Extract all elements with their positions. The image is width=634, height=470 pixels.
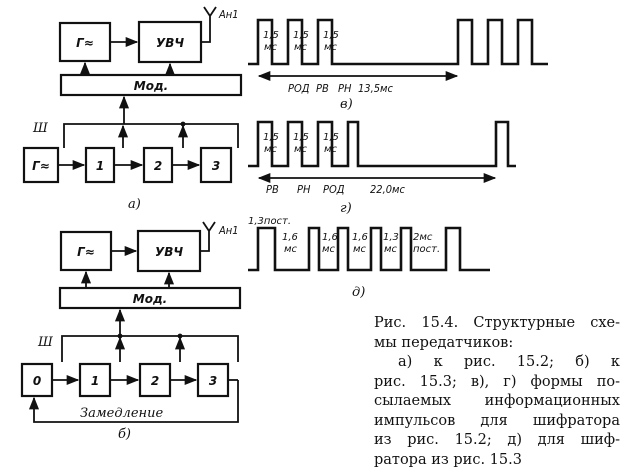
gap-width-1-d: 1,6 — [282, 232, 298, 243]
modulator-label-a: Мод. — [134, 79, 168, 93]
first-pulse-label-d: 1,3пост. — [248, 216, 291, 227]
counter-block-3-a — [199, 146, 233, 184]
modulator-block-a — [59, 73, 243, 97]
junction-dot-1-b — [117, 333, 123, 339]
antenna-icon-a — [201, 6, 217, 43]
waveform-g: 1,5 мс 1,5 мс 1,5 мс РВ РН РОД 22,0мс г) — [248, 120, 516, 216]
antenna-label-b: Ан1 — [218, 224, 239, 237]
pulse-width-3-g: 1,5 — [323, 132, 339, 143]
antenna-label-a: Ан1 — [218, 8, 239, 21]
generator-label-left-a: Г≈ — [32, 159, 50, 173]
modulator-block-b — [58, 286, 242, 310]
pulse-width-1-v: 1,5 — [263, 30, 279, 41]
counter-label-1-b: 1 — [91, 374, 99, 388]
gap-unit-3-d: мс — [353, 244, 367, 255]
caption-line-7: из рис. 15.2; д) для шиф- — [374, 432, 620, 448]
figure-caption: Рис. 15.4. Структурные схе- мы передатчи… — [374, 314, 620, 470]
caption-line-6: импульсов для шифратора — [374, 412, 620, 429]
pulse-train-v — [248, 18, 548, 66]
delay-label-b: Замедление — [80, 406, 163, 421]
name-2-g: РН — [297, 183, 311, 196]
gap-unit-2-d: мс — [322, 244, 336, 255]
period-total-v: 13,5мс — [358, 82, 393, 95]
gap-unit-5-d: пост. — [413, 244, 440, 255]
caption-line-2: мы передатчиков: — [374, 334, 514, 351]
gap-width-5-d: 2мс — [413, 232, 433, 243]
counter-label-2-a: 2 — [154, 159, 162, 173]
pulse-width-2-g: 1,5 — [293, 132, 309, 143]
generator-label-b: Г≈ — [77, 245, 95, 259]
waveform-d: 1,3пост. 1,6 мс 1,6 мс 1,6 мс 1,3 мс 2мс… — [248, 216, 490, 300]
generator-block-b — [59, 230, 113, 272]
pulse-train-g — [248, 120, 516, 168]
period-total-g: 22,0мс — [370, 183, 405, 196]
pulse-unit-1-v: мс — [264, 42, 278, 53]
generator-block-left-a — [22, 146, 60, 184]
waveform-label-v: в) — [340, 97, 353, 112]
gap-unit-1-d: мс — [284, 244, 298, 255]
counter-label-0-b: 0 — [33, 374, 41, 388]
gap-width-4-d: 1,3 — [383, 232, 399, 243]
generator-block-top-a — [58, 21, 112, 63]
pulse-unit-3-v: мс — [324, 42, 338, 53]
counter-block-2-b — [138, 362, 172, 398]
name-3-v: РН — [338, 82, 352, 95]
gap-width-2-d: 1,6 — [322, 232, 338, 243]
name-3-g: РОД — [323, 183, 345, 196]
diagram-b: Г≈ УВЧ Ан1 Мод. Ш 0 1 2 3 Замедление б) — [20, 221, 242, 442]
diagram-label-b: б) — [118, 427, 131, 442]
junction-dot-a — [180, 121, 186, 127]
waveform-label-d: д) — [352, 285, 365, 300]
pulse-train-d — [248, 226, 490, 272]
waveform-v: 1,5 мс 1,5 мс 1,5 мс РОД РВ РН 13,5мс в) — [248, 18, 548, 112]
bus-line-b — [61, 335, 239, 362]
name-2-v: РВ — [316, 82, 329, 95]
counter-label-2-b: 2 — [151, 374, 159, 388]
pulse-unit-1-g: мс — [264, 144, 278, 155]
pulse-unit-2-g: мс — [294, 144, 308, 155]
bus-line-a — [63, 123, 239, 148]
counter-label-3-b: 3 — [209, 374, 217, 388]
pulse-unit-2-v: мс — [294, 42, 308, 53]
counter-block-0-b — [20, 362, 54, 398]
generator-label-top-a: Г≈ — [76, 36, 94, 50]
bus-label-a: Ш — [32, 121, 49, 136]
caption-line-8: ратора из рис. 15.3 — [374, 451, 522, 468]
bus-label-b: Ш — [37, 335, 54, 350]
diagram-label-a: а) — [128, 197, 141, 212]
antenna-icon-b — [200, 221, 216, 252]
delay-feedback-line-b — [28, 380, 239, 423]
caption-line-3: а) к рис. 15.2; б) к — [398, 354, 620, 370]
uvch-block-a — [137, 20, 203, 64]
uvch-label-a: УВЧ — [156, 36, 184, 50]
pulse-width-2-v: 1,5 — [293, 30, 309, 41]
uvch-label-b: УВЧ — [155, 245, 183, 259]
caption-line-4: рис. 15.3; в), г) формы по- — [374, 373, 620, 390]
counter-label-1-a: 1 — [96, 159, 104, 173]
waveform-label-g: г) — [340, 201, 352, 216]
diagram-a: Г≈ УВЧ Ан1 Мод. Ш Г≈ 1 2 3 а) — [22, 6, 243, 212]
gap-unit-4-d: мс — [384, 244, 398, 255]
name-1-v: РОД — [288, 82, 310, 95]
caption-line-1: Рис. 15.4. Структурные схе- — [374, 315, 620, 331]
counter-label-3-a: 3 — [212, 159, 220, 173]
pulse-unit-3-g: мс — [324, 144, 338, 155]
counter-block-1-a — [84, 146, 116, 184]
pulse-width-3-v: 1,5 — [323, 30, 339, 41]
junction-dot-2-b — [177, 333, 183, 339]
gap-width-3-d: 1,6 — [352, 232, 368, 243]
modulator-label-b: Мод. — [133, 292, 167, 306]
pulse-width-1-g: 1,5 — [263, 132, 279, 143]
name-1-g: РВ — [266, 183, 279, 196]
caption-line-5: сылаемых информационных — [374, 393, 620, 409]
